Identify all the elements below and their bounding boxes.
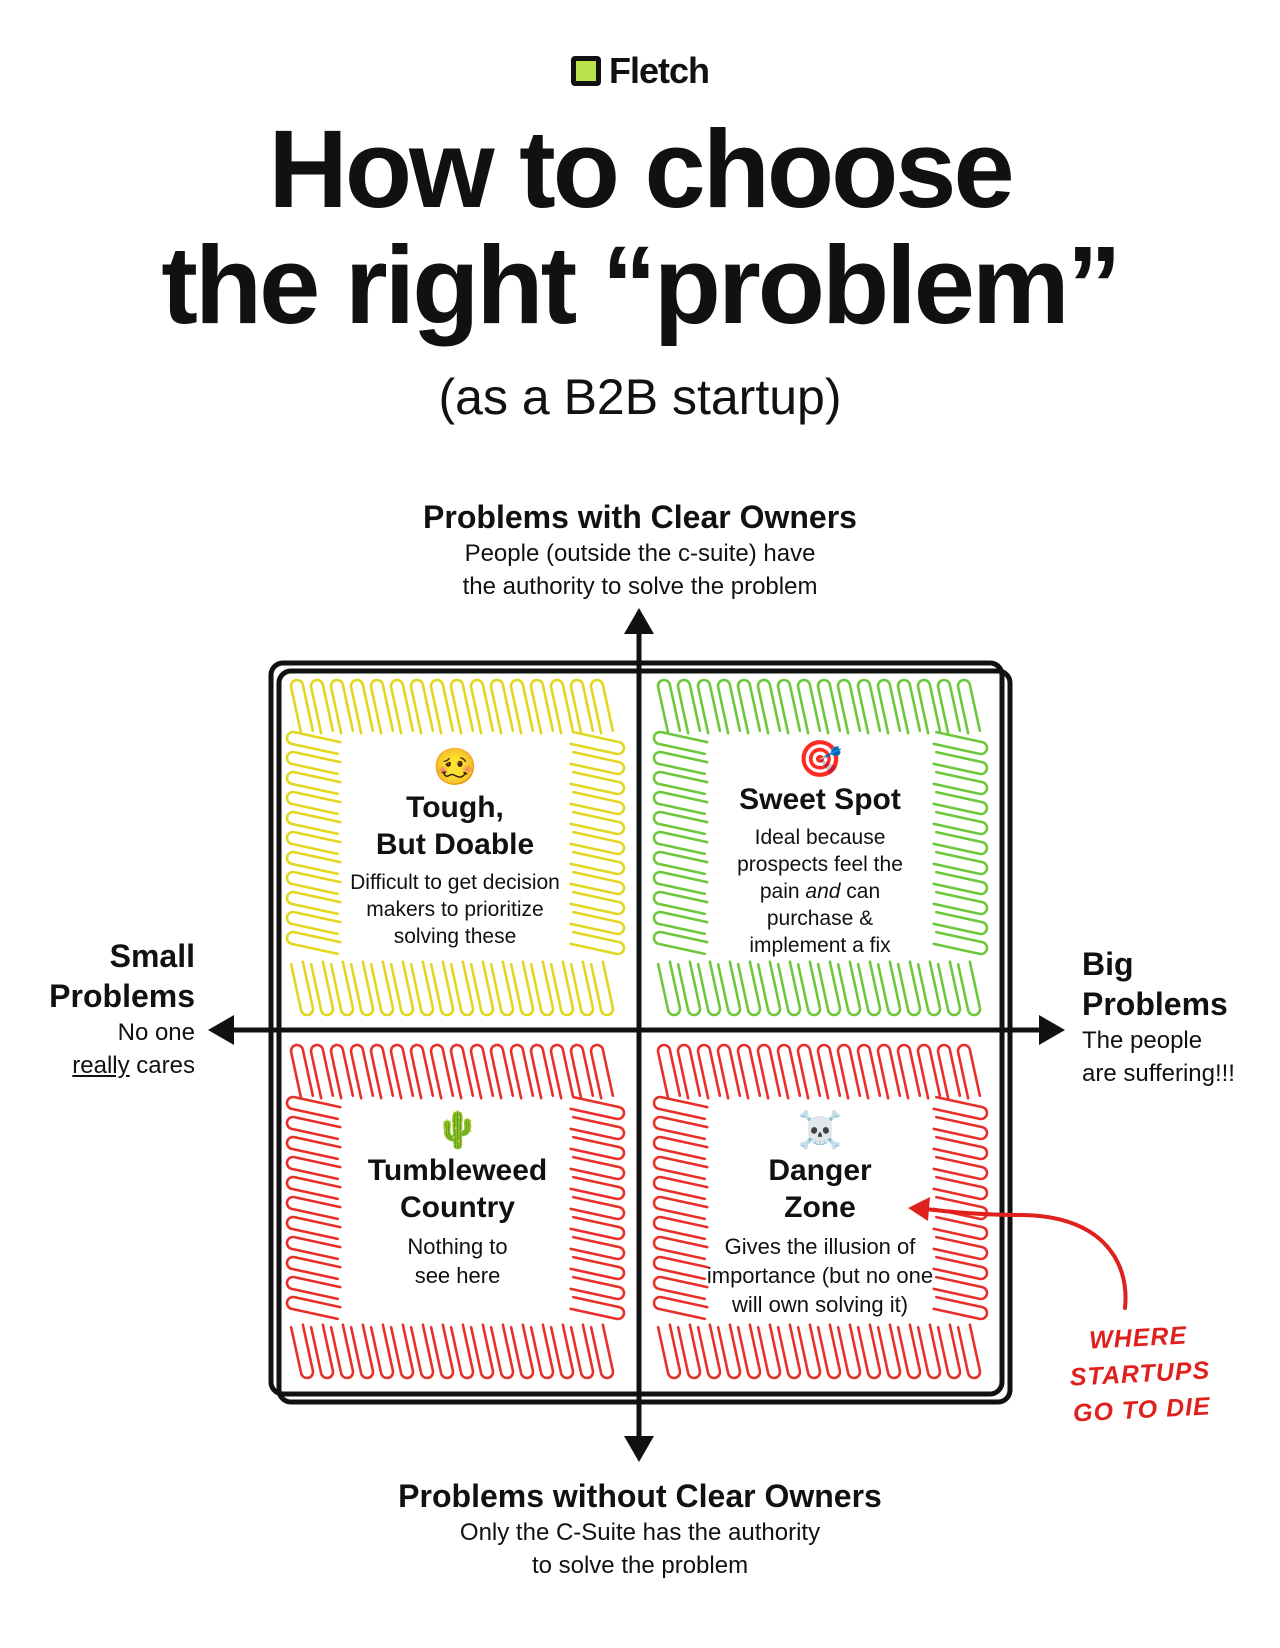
bottom-axis-label: Problems without Clear Owners Only the C… bbox=[240, 1476, 1040, 1582]
quadrant-title: Tumbleweed bbox=[367, 1154, 548, 1187]
right-axis-title-2: Problems bbox=[1082, 986, 1228, 1022]
quadrant-title: Zone bbox=[784, 1191, 856, 1224]
left-axis-label: Small Problems No one really cares bbox=[20, 936, 195, 1082]
page-subtitle: (as a B2B startup) bbox=[438, 369, 842, 425]
top-axis-desc-2: the authority to solve the problem bbox=[462, 573, 818, 600]
target-icon: 🎯 bbox=[797, 738, 843, 779]
cactus-icon: 🌵 bbox=[435, 1109, 480, 1150]
right-axis-title-1: Big bbox=[1082, 946, 1134, 982]
quadrant-desc-line: Gives the illusion of bbox=[724, 1234, 916, 1259]
top-left-zigzag-border bbox=[285, 678, 626, 1017]
arrow-up-icon bbox=[624, 608, 654, 634]
desc-text: can bbox=[840, 880, 881, 903]
quadrant-title: Danger bbox=[768, 1154, 872, 1187]
top-axis-desc-1: People (outside the c-suite) have bbox=[464, 540, 816, 567]
title-line-1: How to choose bbox=[268, 108, 1014, 231]
desc-emphasis: and bbox=[805, 880, 841, 903]
right-axis-label: Big Problems The people are suffering!!! bbox=[1082, 944, 1272, 1090]
right-axis-desc-2: are suffering!!! bbox=[1082, 1060, 1235, 1087]
zigzag-loops bbox=[285, 678, 626, 1017]
quadrant-desc-line: purchase & bbox=[766, 907, 874, 930]
quadrant-desc-line: Difficult to get decision bbox=[350, 871, 560, 894]
quadrant-desc-line: see here bbox=[414, 1263, 501, 1288]
quadrant-title: Tough, bbox=[406, 791, 504, 824]
left-axis-desc-rest: cares bbox=[129, 1052, 195, 1079]
left-axis-title-2: Problems bbox=[49, 978, 195, 1014]
quadrant-desc-line: pain and can bbox=[705, 878, 935, 905]
top-axis-label: Problems with Clear Owners People (outsi… bbox=[240, 497, 1040, 603]
top-right-zigzag-border bbox=[652, 678, 989, 1017]
bottom-axis-desc-2: to solve the problem bbox=[531, 1552, 749, 1579]
annotation-arrowhead-icon bbox=[908, 1197, 930, 1221]
bottom-left-zigzag-border bbox=[285, 1043, 626, 1380]
desc-text: pain bbox=[759, 880, 806, 903]
bottom-axis-title: Problems without Clear Owners bbox=[398, 1478, 882, 1514]
quadrant-desc-line: solving these bbox=[393, 925, 517, 948]
zigzag-loops bbox=[652, 678, 989, 1017]
frame-shadow bbox=[276, 668, 1013, 1405]
zigzag-loops bbox=[285, 1043, 626, 1380]
quadrant-desc-line: implement a fix bbox=[749, 934, 891, 957]
brand-name: Fletch bbox=[608, 50, 710, 91]
right-axis-desc-1: The people bbox=[1082, 1027, 1203, 1054]
quadrant-desc-line: Ideal because bbox=[754, 826, 886, 849]
quadrant-top-left: 🥴 Tough, But Doable Difficult to get dec… bbox=[325, 745, 585, 950]
brand-logo: Fletch bbox=[0, 50, 1280, 92]
quadrant-title: But Doable bbox=[375, 828, 535, 861]
top-axis-title: Problems with Clear Owners bbox=[423, 499, 857, 535]
annotation-note: WHERE STARTUPS GO TO DIE bbox=[1047, 1315, 1232, 1432]
left-axis-title-1: Small bbox=[109, 938, 195, 974]
quadrant-desc: Ideal because prospects feel the pain an… bbox=[705, 824, 935, 959]
skull-crossbones-icon: ☠️ bbox=[797, 1109, 843, 1150]
arrow-down-icon bbox=[624, 1436, 654, 1462]
quadrant-bottom-right: ☠️ Danger Zone Gives the illusion of imp… bbox=[675, 1108, 965, 1319]
quadrant-title: Sweet Spot bbox=[739, 783, 901, 816]
quadrant-bottom-left: 🌵 Tumbleweed Country Nothing to see here bbox=[335, 1108, 580, 1290]
woozy-face-icon: 🥴 bbox=[432, 746, 478, 787]
quadrant-desc: Difficult to get decision makers to prio… bbox=[325, 869, 585, 950]
page-title: How to choose the right “problem” bbox=[0, 112, 1280, 344]
quadrant-desc: Gives the illusion of importance (but no… bbox=[675, 1232, 965, 1319]
quadrant-desc-line: importance (but no one bbox=[706, 1263, 934, 1288]
title-line-2: the right “problem” bbox=[161, 224, 1121, 347]
quadrant-desc-line: makers to prioritize bbox=[366, 898, 544, 921]
fletch-logo-icon bbox=[570, 56, 601, 86]
left-axis-desc-1: No one bbox=[117, 1019, 195, 1046]
left-axis-desc-2: really cares bbox=[20, 1049, 195, 1082]
bottom-axis-desc-1: Only the C-Suite has the authority bbox=[459, 1519, 821, 1546]
quadrant-desc-line: Nothing to bbox=[407, 1234, 508, 1259]
quadrant-desc-line: prospects feel the bbox=[737, 853, 903, 876]
quadrant-top-right: 🎯 Sweet Spot Ideal because prospects fee… bbox=[705, 737, 935, 959]
quadrant-title: Country bbox=[400, 1191, 515, 1224]
quadrant-desc: Nothing to see here bbox=[335, 1232, 580, 1290]
arrow-right-icon bbox=[1039, 1015, 1065, 1045]
arrow-left-icon bbox=[208, 1015, 234, 1045]
quadrant-desc-line: will own solving it) bbox=[731, 1292, 909, 1317]
annotation-arrow bbox=[923, 1207, 1128, 1310]
left-axis-desc-underlined: really bbox=[72, 1052, 130, 1079]
